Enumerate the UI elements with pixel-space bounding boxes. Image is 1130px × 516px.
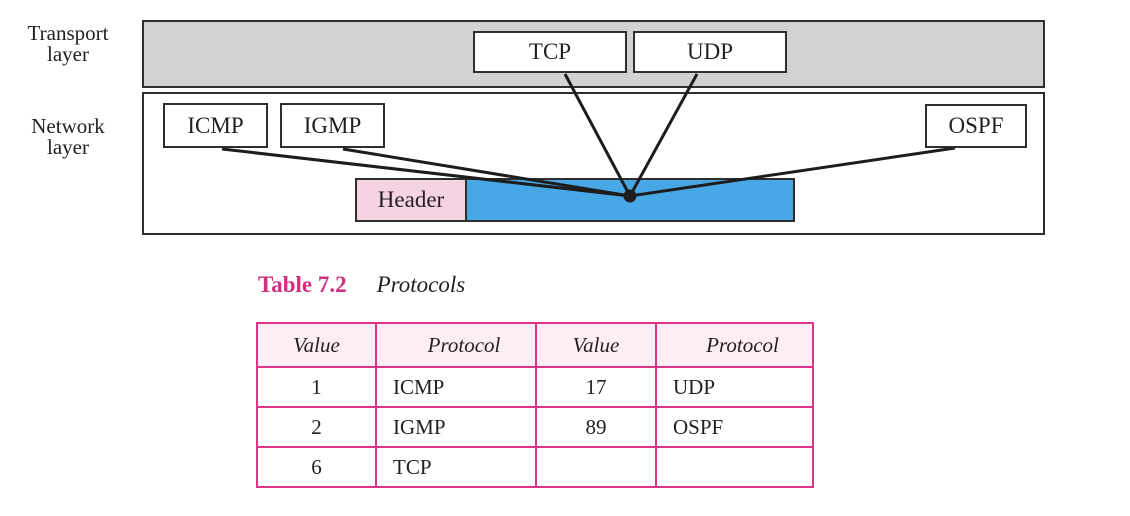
- cell-protocol: TCP: [375, 446, 537, 488]
- table-header-value-1: Value: [256, 322, 377, 368]
- cell-protocol: IGMP: [375, 406, 537, 448]
- igmp-protocol-box: IGMP: [280, 103, 385, 148]
- table-header-protocol-2: Protocol: [655, 322, 814, 368]
- cell-value: 89: [535, 406, 657, 448]
- cell-protocol: OSPF: [655, 406, 814, 448]
- network-layer-label-line1: Network: [31, 114, 105, 138]
- table-header-row: Value Protocol Value Protocol: [256, 322, 814, 368]
- table-row: 6 TCP: [256, 446, 814, 488]
- table-header-value-2: Value: [535, 322, 657, 368]
- ospf-protocol-box: OSPF: [925, 104, 1027, 148]
- table-row: 2 IGMP 89 OSPF: [256, 406, 814, 448]
- cell-value: 2: [256, 406, 377, 448]
- transport-layer-label: Transport layer: [0, 23, 136, 65]
- cell-value: 17: [535, 366, 657, 408]
- network-layer-label-line2: layer: [47, 135, 89, 159]
- protocols-table: Value Protocol Value Protocol 1 ICMP 17 …: [256, 322, 814, 488]
- packet-header-box: Header: [355, 178, 467, 222]
- transport-layer-label-line2: layer: [47, 42, 89, 66]
- cell-value: [535, 446, 657, 488]
- cell-value: 1: [256, 366, 377, 408]
- tcp-protocol-box: TCP: [473, 31, 627, 73]
- network-layer-label: Network layer: [0, 116, 136, 158]
- cell-protocol: [655, 446, 814, 488]
- packet-payload-box: [465, 178, 795, 222]
- cell-value: 6: [256, 446, 377, 488]
- transport-layer-label-line1: Transport: [27, 21, 109, 45]
- table-title-caption: Protocols: [376, 272, 466, 297]
- table-row: 1 ICMP 17 UDP: [256, 366, 814, 408]
- table-header-protocol-1: Protocol: [375, 322, 537, 368]
- table-title-number: Table 7.2: [258, 272, 347, 297]
- cell-protocol: UDP: [655, 366, 814, 408]
- table-title: Table 7.2 Protocols: [258, 272, 465, 298]
- cell-protocol: ICMP: [375, 366, 537, 408]
- icmp-protocol-box: ICMP: [163, 103, 268, 148]
- udp-protocol-box: UDP: [633, 31, 787, 73]
